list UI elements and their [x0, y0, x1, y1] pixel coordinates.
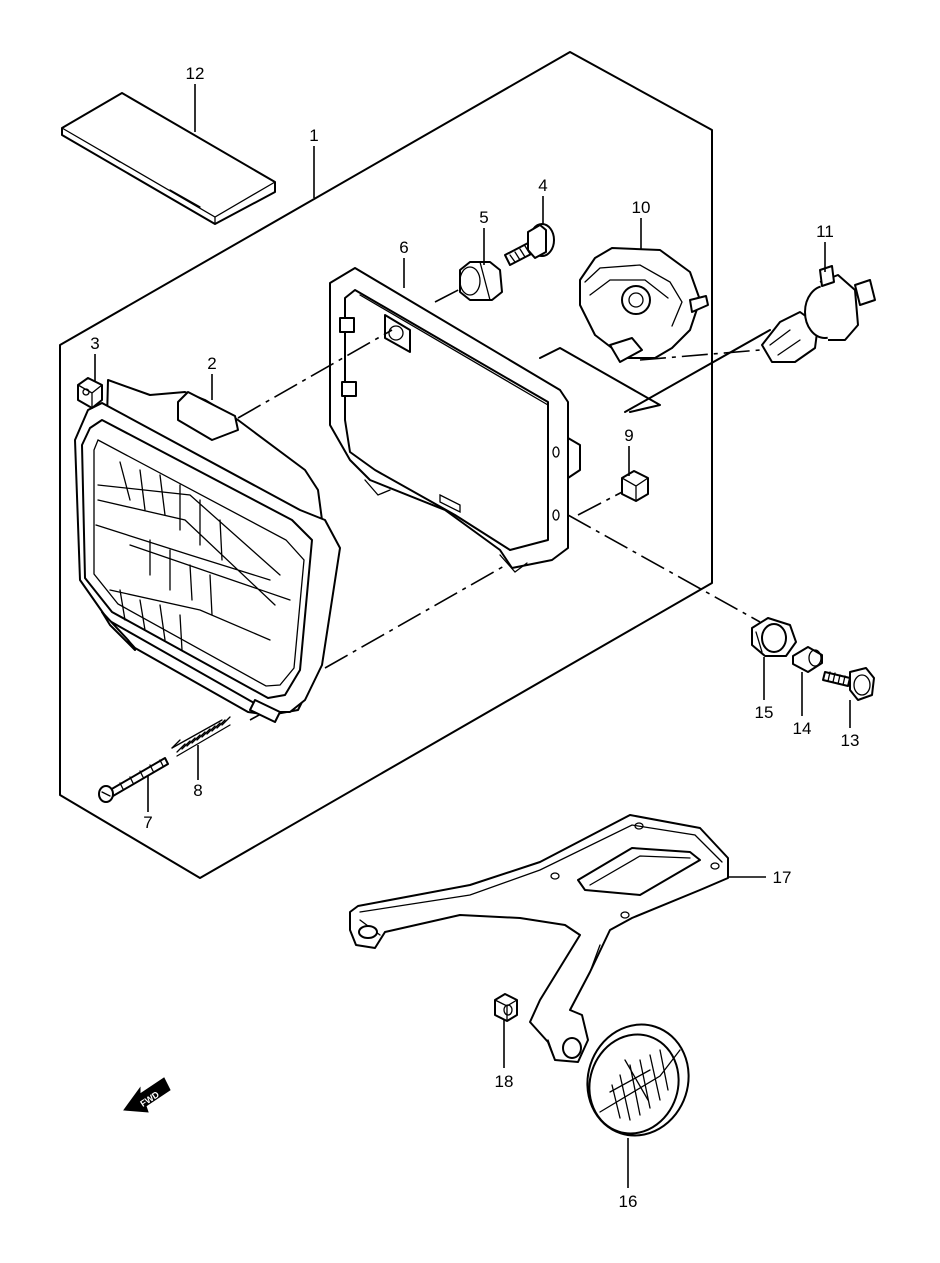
- part-6-housing-frame: [329, 267, 581, 573]
- callout-4: 4: [538, 176, 547, 195]
- callout-7: 7: [143, 813, 152, 832]
- part-18-nut: [494, 993, 518, 1022]
- part-16-reflector: [586, 1023, 690, 1137]
- callout-9: 9: [624, 426, 633, 445]
- callout-3: 3: [90, 334, 99, 353]
- assembly-line-f: [577, 488, 629, 516]
- part-9-nut: [621, 470, 649, 502]
- part-13-bolt: [822, 667, 875, 701]
- callout-10: 10: [632, 198, 651, 217]
- part-17-bracket: [349, 814, 729, 1063]
- assembly-line-e: [567, 514, 761, 623]
- part-11-bulb: [761, 265, 876, 363]
- part-5-grommet: [459, 261, 503, 301]
- callout-12: 12: [186, 64, 205, 83]
- assembly-line-g: [639, 349, 761, 361]
- assembly-boundary-inner-step: [539, 329, 771, 413]
- part-7-screw: [98, 757, 169, 803]
- part-2-headlamp-unit: [74, 379, 341, 723]
- part-14-collar: [792, 646, 823, 673]
- callout-2: 2: [207, 354, 216, 373]
- callout-14: 14: [793, 719, 812, 738]
- callout-13: 13: [841, 731, 860, 750]
- callout-16: 16: [619, 1192, 638, 1211]
- part-8-spring: [171, 716, 231, 757]
- part-4-adjusting-screw: [504, 223, 555, 266]
- callout-5: 5: [479, 208, 488, 227]
- callout-17: 17: [773, 868, 792, 887]
- leader-lines: [94, 84, 851, 1188]
- callout-8: 8: [193, 781, 202, 800]
- callout-11: 11: [816, 222, 834, 241]
- assembly-line-a: [237, 329, 393, 419]
- assembly-line-c: [324, 564, 507, 669]
- assembly-line-b: [434, 284, 469, 303]
- assembly-boundary: [59, 51, 713, 879]
- callout-18: 18: [495, 1072, 514, 1091]
- callout-15: 15: [755, 703, 774, 722]
- part-3-nut: [77, 377, 103, 409]
- part-10-socket-cover: [579, 247, 709, 363]
- fwd-arrow-icon: FWD: [123, 1077, 171, 1113]
- part-15-bushing: [751, 617, 797, 657]
- callout-1: 1: [309, 126, 318, 145]
- part-12-label-plate: [61, 92, 276, 225]
- callout-6: 6: [399, 238, 408, 257]
